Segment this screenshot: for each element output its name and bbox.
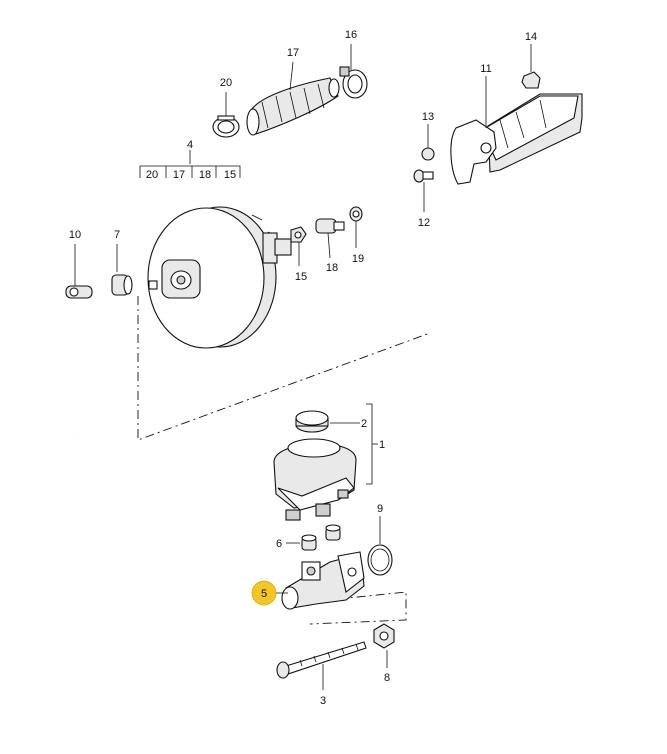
label-3[interactable]: 3 xyxy=(320,695,326,707)
label-8[interactable]: 8 xyxy=(384,672,390,684)
label-7[interactable]: 7 xyxy=(114,229,120,241)
label-18[interactable]: 18 xyxy=(326,262,338,274)
group4-item-20: 20 xyxy=(146,169,158,181)
part-16-clamp[interactable] xyxy=(339,66,368,99)
part-14-nut[interactable] xyxy=(521,71,541,89)
group4-item-18: 18 xyxy=(199,169,211,181)
label-1[interactable]: 1 xyxy=(379,439,385,451)
part-3-bolt[interactable] xyxy=(276,641,367,679)
label-14[interactable]: 14 xyxy=(525,31,537,43)
part-13-nut[interactable] xyxy=(421,147,435,161)
highlight-marker xyxy=(251,580,277,606)
label-4[interactable]: 4 xyxy=(187,139,193,151)
group4-item-17: 17 xyxy=(173,169,185,181)
part-9-o-ring[interactable] xyxy=(367,544,393,576)
leader-lines xyxy=(74,44,532,690)
part-1-reservoir[interactable] xyxy=(273,438,357,521)
part-18-pin[interactable] xyxy=(315,218,345,234)
part-10-vacuum-hose[interactable] xyxy=(63,285,101,441)
label-16[interactable]: 16 xyxy=(345,29,357,41)
part-5-master-cylinder[interactable] xyxy=(281,551,365,610)
part-2-reservoir-cap[interactable] xyxy=(295,410,329,433)
group4-item-15: 15 xyxy=(224,169,236,181)
part-19-nut[interactable] xyxy=(349,206,363,222)
label-13[interactable]: 13 xyxy=(422,111,434,123)
label-11[interactable]: 11 xyxy=(480,63,491,75)
part-4-brake-booster[interactable] xyxy=(147,206,292,349)
label-9[interactable]: 9 xyxy=(377,503,383,515)
label-15[interactable]: 15 xyxy=(295,271,307,283)
part-6-seal-a[interactable] xyxy=(301,534,317,551)
label-10[interactable]: 10 xyxy=(69,229,81,241)
label-17[interactable]: 17 xyxy=(287,47,299,59)
part-17-boot[interactable] xyxy=(246,77,340,136)
part-6-seal-b[interactable] xyxy=(325,524,341,541)
label-12[interactable]: 12 xyxy=(418,217,430,229)
part-12-bolt[interactable] xyxy=(413,169,434,183)
label-19[interactable]: 19 xyxy=(352,253,364,265)
label-5[interactable]: 5 xyxy=(261,588,267,600)
label-2[interactable]: 2 xyxy=(361,418,367,430)
part-8-nut[interactable] xyxy=(373,623,395,649)
part-15-nut[interactable] xyxy=(290,226,307,243)
part-7-grommet[interactable] xyxy=(111,274,133,296)
part-11-bracket[interactable] xyxy=(450,93,583,185)
assembly-outline xyxy=(137,296,431,625)
part-labels: 20 17 16 4 20 17 18 15 15 18 19 7 10 11 … xyxy=(69,29,537,707)
label-6[interactable]: 6 xyxy=(276,538,282,550)
part-20-clamp[interactable] xyxy=(212,115,240,138)
label-20[interactable]: 20 xyxy=(220,77,232,89)
